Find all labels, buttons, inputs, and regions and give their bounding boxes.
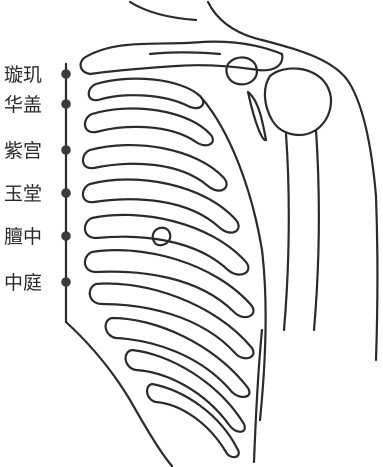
rib-3 [83, 145, 227, 191]
point-dot-danzhong [61, 231, 71, 241]
point-label-zhongting: 中庭 [4, 272, 42, 294]
point-label-zigong: 紫宫 [4, 140, 42, 162]
scapula-edge [248, 92, 266, 140]
rib-7 [90, 284, 254, 359]
rib-1 [89, 79, 203, 108]
body-side-outline [254, 330, 262, 462]
humeral-head [265, 68, 331, 135]
rib-4 [83, 180, 239, 233]
point-dot-xuanji [61, 69, 71, 79]
clavicle [81, 42, 283, 74]
xiphoid-mark [153, 228, 171, 246]
rib-9 [126, 350, 245, 432]
point-dot-huagai [61, 99, 71, 109]
point-dot-zhongting [61, 277, 71, 287]
acromion [226, 57, 256, 84]
rib-2 [85, 108, 213, 145]
point-label-danzhong: 膻中 [4, 226, 42, 248]
point-dot-zigong [61, 145, 71, 155]
neck-outline-right [208, 2, 262, 40]
point-label-xuanji: 璇玑 [4, 64, 42, 86]
point-dot-yutang [61, 188, 71, 198]
rib-5 [85, 215, 248, 275]
point-label-yutang: 玉堂 [4, 183, 42, 205]
neck-outline [130, 2, 196, 20]
rib-8 [106, 318, 250, 397]
point-label-huagai: 华盖 [4, 94, 42, 116]
arm-outline [376, 196, 378, 360]
clavicle-detail [150, 53, 220, 55]
humerus-shaft [284, 130, 319, 330]
